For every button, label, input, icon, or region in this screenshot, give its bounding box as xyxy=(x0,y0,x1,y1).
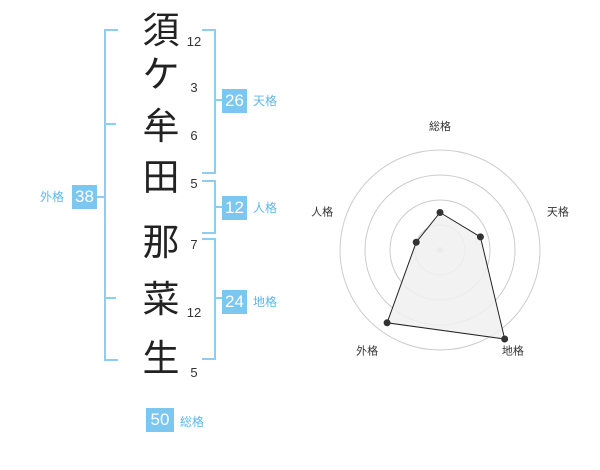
jinkaku-value: 12 xyxy=(222,196,247,220)
chikaku-bracket xyxy=(202,238,216,360)
tenkaku-bracket xyxy=(202,29,216,174)
tenkaku-value: 26 xyxy=(222,89,247,113)
radar-axis-label: 外格 xyxy=(356,343,378,357)
name-char-3: 牟 xyxy=(142,105,180,148)
stroke-count-3: 6 xyxy=(190,128,198,143)
radar-axis-label: 天格 xyxy=(547,205,569,219)
chikaku-label: 地格 xyxy=(253,295,278,309)
stroke-count-5: 7 xyxy=(190,237,198,252)
jinkaku-connector xyxy=(214,206,222,208)
jinkaku-label: 人格 xyxy=(253,201,278,215)
stroke-count-6: 12 xyxy=(186,305,202,320)
name-char-4: 田 xyxy=(142,156,180,199)
gaikaku-connector xyxy=(96,196,105,198)
radar-point xyxy=(501,335,509,343)
stroke-count-4: 5 xyxy=(190,176,198,191)
name-char-5: 那 xyxy=(142,221,180,264)
tenkaku-label: 天格 xyxy=(253,94,278,108)
chikaku-connector xyxy=(214,297,222,299)
radar-point xyxy=(476,233,484,241)
name-char-1: 須 xyxy=(142,9,180,52)
gaikaku-bracket-tick xyxy=(104,297,116,299)
soukaku-value: 50 xyxy=(146,408,174,432)
stroke-count-2: 3 xyxy=(190,80,198,95)
gaikaku-label: 外格 xyxy=(40,190,65,204)
chikaku-value: 24 xyxy=(222,290,247,314)
gaikaku-value: 38 xyxy=(72,185,97,209)
gaikaku-bracket xyxy=(104,29,118,361)
gaikaku-bracket-tick xyxy=(104,123,116,125)
radar-point xyxy=(436,209,444,216)
radar-point xyxy=(412,238,420,246)
soukaku-label: 総格 xyxy=(180,415,205,429)
name-char-6: 菜 xyxy=(142,278,180,321)
radar-axis-label: 総格 xyxy=(429,119,451,133)
name-char-7: 生 xyxy=(142,337,180,380)
radar-axis-label: 地格 xyxy=(502,343,524,357)
radar-point xyxy=(383,319,391,327)
stroke-count-1: 12 xyxy=(186,34,202,49)
tenkaku-connector xyxy=(214,99,222,101)
name-char-2: ケ xyxy=(142,53,180,96)
radar-axis-label: 人格 xyxy=(311,205,333,219)
stroke-count-7: 5 xyxy=(190,365,198,380)
